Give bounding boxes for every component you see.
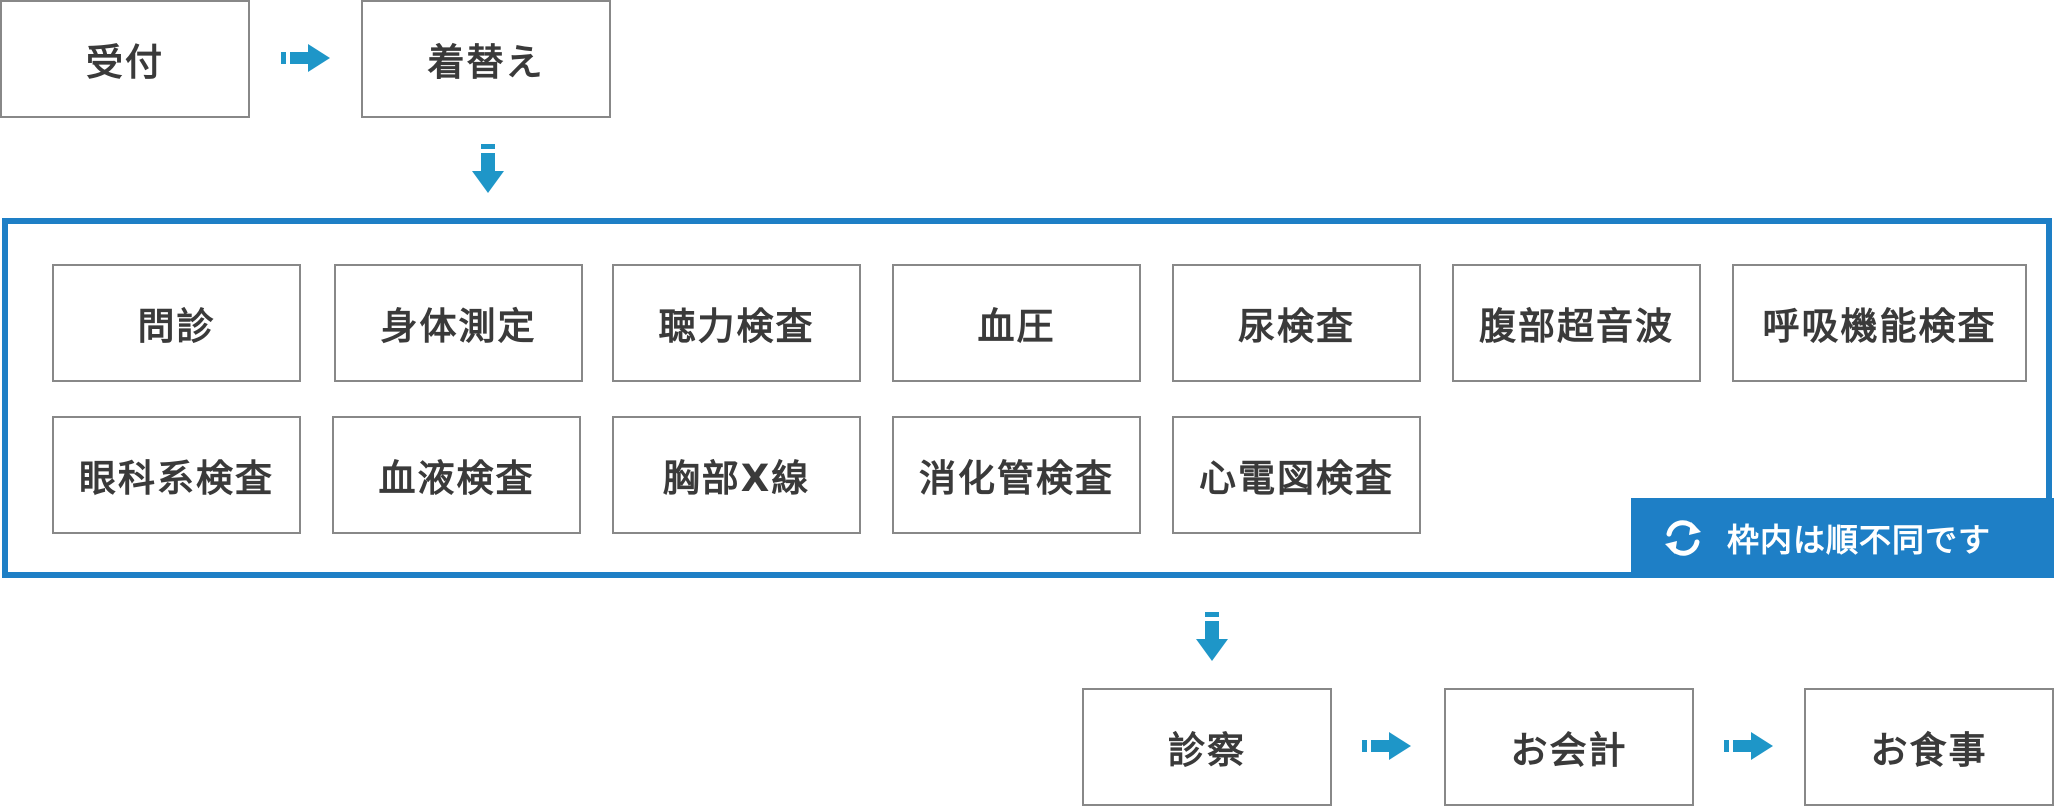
- unordered-note-text: 枠内は順不同です: [1727, 521, 1992, 559]
- step-change-clothes: 着替え: [361, 0, 611, 118]
- exam-interview: 問診: [52, 264, 301, 382]
- exam-blood: 血液検査: [332, 416, 581, 534]
- exam-abdominal-ultrasound: 腹部超音波: [1452, 264, 1701, 382]
- exam-hearing: 聴力検査: [612, 264, 861, 382]
- step-meal: お食事: [1804, 688, 2054, 806]
- exam-ophthalmology: 眼科系検査: [52, 416, 301, 534]
- arrow-down-icon: [472, 144, 504, 193]
- arrow-down-icon: [1196, 612, 1228, 661]
- step-consultation: 診察: [1082, 688, 1332, 806]
- arrow-right-icon: [1362, 732, 1411, 760]
- exam-chest-xray: 胸部X線: [612, 416, 861, 534]
- exam-respiratory: 呼吸機能検査: [1732, 264, 2027, 382]
- exam-digestive: 消化管検査: [892, 416, 1141, 534]
- exam-urine: 尿検査: [1172, 264, 1421, 382]
- unordered-note-badge: 枠内は順不同です: [1631, 498, 2054, 578]
- exam-ecg: 心電図検査: [1172, 416, 1421, 534]
- arrow-right-icon: [281, 44, 330, 72]
- arrow-right-icon: [1724, 732, 1773, 760]
- exam-body-measurement: 身体測定: [334, 264, 583, 382]
- step-reception: 受付: [0, 0, 250, 118]
- refresh-icon: [1665, 520, 1701, 556]
- step-payment: お会計: [1444, 688, 1694, 806]
- exam-blood-pressure: 血圧: [892, 264, 1141, 382]
